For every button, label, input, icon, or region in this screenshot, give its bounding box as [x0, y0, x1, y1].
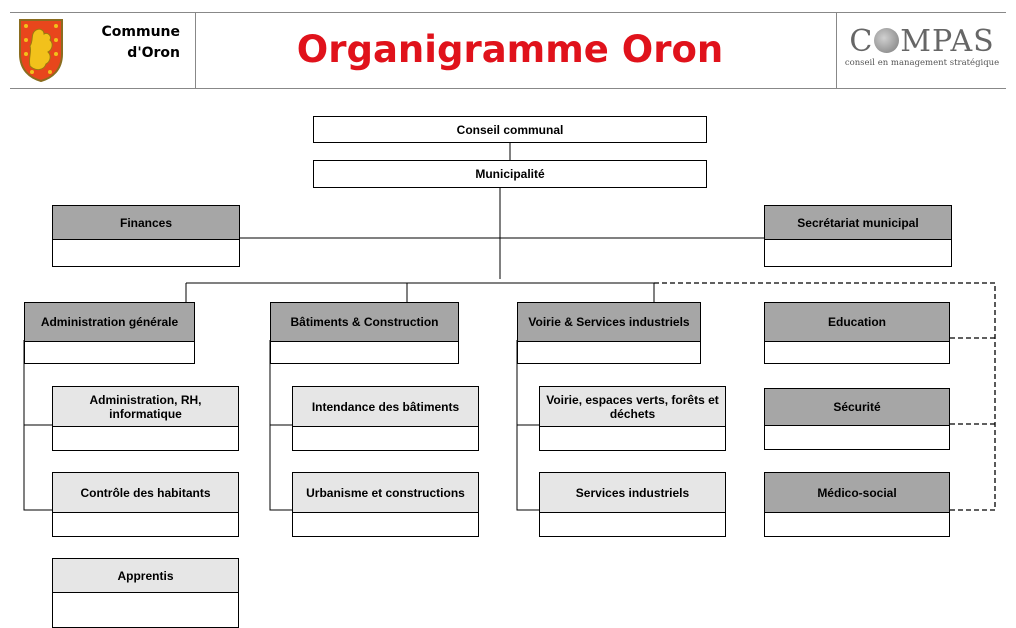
org-box-securite: Sécurité [764, 388, 950, 450]
org-box-admin-rh-title: Administration, RH, informatique [53, 387, 238, 426]
page-title: Organigramme Oron [296, 28, 724, 71]
org-box-conseil-label: Conseil communal [456, 122, 564, 137]
org-box-securite-title: Sécurité [765, 389, 949, 425]
org-box-batiments-title: Bâtiments & Construction [271, 303, 458, 341]
org-box-administration-body [25, 341, 194, 363]
org-box-admin-rh-body [53, 426, 238, 450]
org-box-admin-rh: Administration, RH, informatique [52, 386, 239, 451]
compas-wordmark-start: C [849, 24, 874, 59]
org-box-voirie: Voirie & Services industriels [517, 302, 701, 364]
org-box-apprentis-body [53, 592, 238, 627]
org-box-urbanisme: Urbanisme et constructions [292, 472, 479, 537]
org-box-intendance-body [293, 426, 478, 450]
org-box-services-industriels-title: Services industriels [540, 473, 725, 512]
org-box-education-title: Education [765, 303, 949, 341]
org-box-apprentis-title: Apprentis [53, 559, 238, 592]
org-box-administration: Administration générale [24, 302, 195, 364]
commune-name: Commune d'Oron [90, 22, 181, 64]
org-box-voirie-body [518, 341, 700, 363]
org-box-medico-social-body [765, 512, 949, 536]
org-box-municipalite-label: Municipalité [475, 167, 545, 181]
org-box-batiments-body [271, 341, 458, 363]
header-divider [836, 12, 837, 89]
org-box-controle-habitants-body [53, 512, 238, 536]
org-box-administration-title: Administration générale [25, 303, 194, 341]
org-box-secretariat-title: Secrétariat municipal [765, 206, 951, 239]
org-box-medico-social: Médico-social [764, 472, 950, 537]
org-box-conseil: Conseil communal [313, 116, 707, 143]
coat-of-arms-icon [19, 19, 63, 82]
org-box-apprentis: Apprentis [52, 558, 239, 628]
org-box-services-industriels: Services industriels [539, 472, 726, 537]
org-box-finances: Finances [52, 205, 240, 267]
org-box-intendance: Intendance des bâtiments [292, 386, 479, 451]
commune-line-1: Commune [101, 24, 181, 40]
org-box-education-body [765, 341, 949, 363]
compas-wordmark-end: MPAS [900, 24, 995, 59]
header-top-rule [10, 12, 1006, 13]
org-box-municipalite: Municipalité [313, 160, 707, 188]
org-box-securite-body [765, 425, 949, 449]
org-box-voirie-espaces-body [540, 426, 725, 450]
org-box-secretariat-body [765, 239, 951, 266]
header-divider [195, 12, 196, 89]
org-box-finances-title: Finances [53, 206, 239, 239]
org-box-batiments: Bâtiments & Construction [270, 302, 459, 364]
page-header: Commune d'Oron Organigramme Oron C MPAS c… [0, 0, 1016, 92]
org-box-controle-habitants: Contrôle des habitants [52, 472, 239, 537]
compas-wordmark: C MPAS [838, 26, 1006, 58]
org-box-urbanisme-title: Urbanisme et constructions [293, 473, 478, 512]
org-box-voirie-espaces-title: Voirie, espaces verts, forêts et déchets [540, 387, 725, 426]
org-box-intendance-title: Intendance des bâtiments [293, 387, 478, 426]
compas-globe-icon [874, 28, 900, 53]
org-box-controle-habitants-title: Contrôle des habitants [53, 473, 238, 512]
org-box-voirie-espaces: Voirie, espaces verts, forêts et déchets [539, 386, 726, 451]
org-box-education: Education [764, 302, 950, 364]
org-box-voirie-title: Voirie & Services industriels [518, 303, 700, 341]
org-box-secretariat: Secrétariat municipal [764, 205, 952, 267]
org-box-services-industriels-body [540, 512, 725, 536]
compas-tagline: conseil en management stratégique [844, 58, 1000, 68]
commune-line-2: d'Oron [127, 45, 180, 61]
org-box-urbanisme-body [293, 512, 478, 536]
org-box-finances-body [53, 239, 239, 266]
header-bottom-rule [10, 88, 1006, 89]
org-box-medico-social-title: Médico-social [765, 473, 949, 512]
compas-logo: C MPAS conseil en management stratégique [838, 26, 1006, 69]
